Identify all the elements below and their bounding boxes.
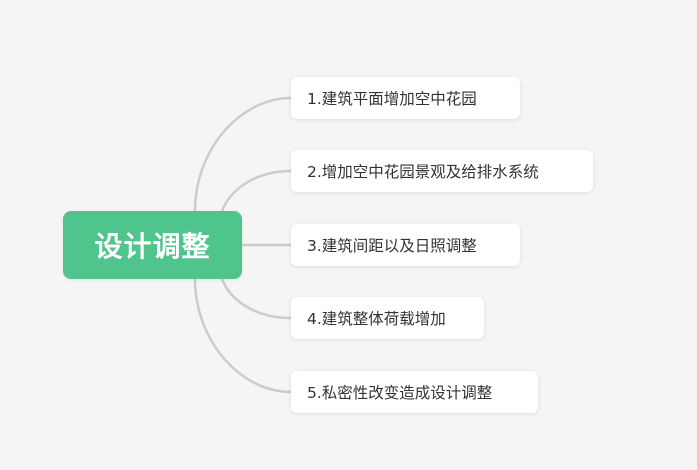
root-node[interactable]: 设计调整	[63, 211, 242, 279]
branch-node-1-label: 1.建筑平面增加空中花园	[307, 90, 477, 108]
branch-node-2[interactable]: 2.增加空中花园景观及给排水系统	[291, 150, 593, 192]
connector-branch-5	[193, 277, 293, 394]
branch-node-4-label: 4.建筑整体荷载增加	[307, 310, 446, 328]
branch-node-2-label: 2.增加空中花园景观及给排水系统	[307, 163, 539, 181]
connector-branch-4	[220, 277, 293, 320]
connector-branch-2	[220, 169, 293, 213]
branch-node-5[interactable]: 5.私密性改变造成设计调整	[291, 371, 538, 413]
branch-node-3-label: 3.建筑间距以及日照调整	[307, 237, 477, 255]
branch-node-1[interactable]: 1.建筑平面增加空中花园	[291, 77, 520, 119]
branch-node-5-label: 5.私密性改变造成设计调整	[307, 384, 493, 402]
branch-node-4[interactable]: 4.建筑整体荷载增加	[291, 297, 484, 339]
connector-branch-1	[193, 96, 293, 213]
branch-node-3[interactable]: 3.建筑间距以及日照调整	[291, 224, 520, 266]
